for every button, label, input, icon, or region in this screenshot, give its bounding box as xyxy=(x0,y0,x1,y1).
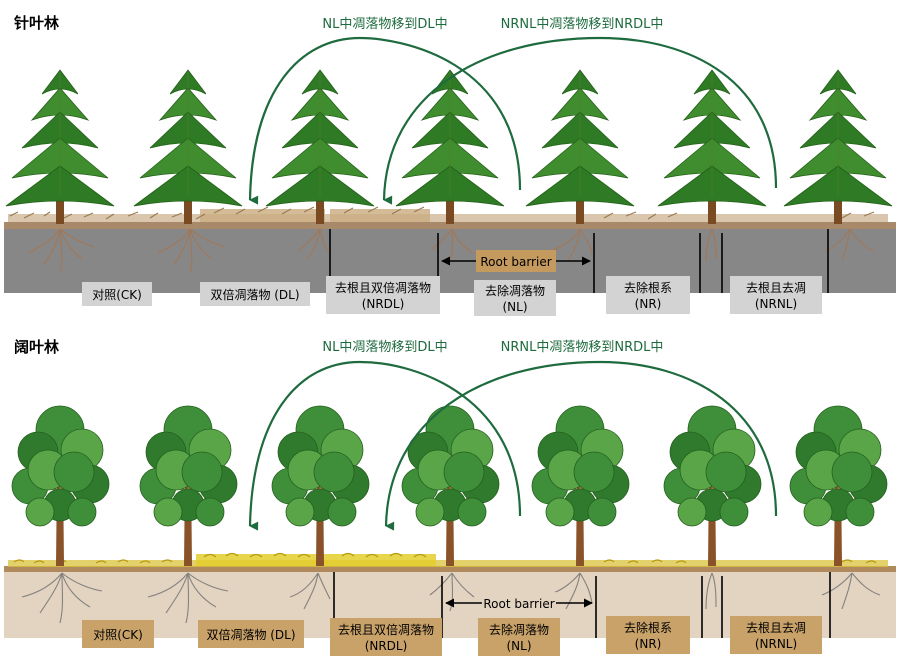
root-barrier-callout: Root barrier xyxy=(445,592,593,614)
treatment-label-nrdl: 去根且双倍凋落物 (NRDL) xyxy=(330,618,442,656)
root-barrier-callout: Root barrier xyxy=(441,250,591,272)
svg-text:(NR): (NR) xyxy=(635,637,662,651)
treatment-labels: 对照(CK) 双倍凋落物 (DL) 去根且双倍凋落物 (NRDL) 去除凋落物 … xyxy=(82,616,822,656)
svg-text:去除根系: 去除根系 xyxy=(624,280,672,295)
svg-text:(NRDL): (NRDL) xyxy=(365,639,408,653)
arrow-nl-label: NL中凋落物移到DL中 xyxy=(322,340,447,355)
root-barrier-label: Root barrier xyxy=(480,255,551,269)
arrow-nrnl-to-nrdl xyxy=(382,36,778,205)
svg-text:双倍凋落物 (DL): 双倍凋落物 (DL) xyxy=(210,287,299,302)
conifer-tree xyxy=(525,69,635,224)
treatment-label-nl: 去除凋落物 (NL) xyxy=(474,280,556,316)
conifer-tree xyxy=(783,69,893,224)
treatment-label-ck: 对照(CK) xyxy=(82,620,154,648)
root-systems xyxy=(21,572,881,624)
conifer-trees xyxy=(5,69,893,224)
svg-text:对照(CK): 对照(CK) xyxy=(92,288,142,302)
root-systems xyxy=(27,228,875,274)
treatment-label-nr: 去除根系 (NR) xyxy=(606,276,690,314)
svg-text:去除根系: 去除根系 xyxy=(624,620,672,635)
treatment-labels: 对照(CK) 双倍凋落物 (DL) 去根且双倍凋落物 (NRDL) 去除凋落物 … xyxy=(82,276,822,316)
broadleaf-tree xyxy=(139,405,238,566)
broadleaf-tree xyxy=(271,405,370,566)
svg-text:(NR): (NR) xyxy=(635,297,662,311)
arrow-nl-to-dl xyxy=(248,36,522,205)
double-litter-band xyxy=(330,209,430,222)
arrow-nl-label: NL中凋落物移到DL中 xyxy=(322,17,447,32)
treatment-label-dl: 双倍凋落物 (DL) xyxy=(200,282,310,306)
broadleaf-tree xyxy=(663,405,762,566)
conifer-tree xyxy=(395,69,505,224)
svg-text:(NL): (NL) xyxy=(502,300,527,314)
broadleaf-trees xyxy=(11,405,888,566)
treatment-label-dl: 双倍凋落物 (DL) xyxy=(198,620,304,648)
broadleaf-tree xyxy=(401,405,500,566)
soil-base-line xyxy=(4,566,896,573)
double-litter-band xyxy=(200,209,325,222)
transfer-arrows xyxy=(248,36,778,205)
broadleaf-tree xyxy=(789,405,888,566)
treatment-label-nr: 去除根系 (NR) xyxy=(606,616,690,654)
svg-text:去根且双倍凋落物: 去根且双倍凋落物 xyxy=(338,622,434,637)
panel-title: 阔叶林 xyxy=(14,338,60,356)
svg-text:去除凋落物: 去除凋落物 xyxy=(485,283,545,298)
root-barrier-walls xyxy=(329,229,829,293)
conifer-tree xyxy=(133,69,243,224)
svg-text:(NRNL): (NRNL) xyxy=(755,297,797,311)
treatment-label-nl: 去除凋落物 (NL) xyxy=(478,618,560,656)
broadleaf-tree xyxy=(11,405,110,566)
broadleaf-panel: 阔叶林 xyxy=(4,338,896,656)
arrow-nrnl-label: NRNL中凋落物移到NRDL中 xyxy=(501,17,664,32)
double-litter-band xyxy=(196,554,436,566)
treatment-label-nrnl: 去根且去凋 (NRNL) xyxy=(730,276,822,314)
svg-text:去根且去凋: 去根且去凋 xyxy=(746,281,806,295)
transfer-arrows xyxy=(248,360,778,531)
svg-text:去根且双倍凋落物: 去根且双倍凋落物 xyxy=(335,280,431,295)
conifer-tree xyxy=(657,69,767,224)
svg-text:(NL): (NL) xyxy=(506,639,531,653)
arrow-nrnl-label: NRNL中凋落物移到NRDL中 xyxy=(501,340,664,355)
treatment-label-ck: 对照(CK) xyxy=(82,282,152,306)
arrow-nrnl-to-nrdl xyxy=(384,360,778,531)
svg-text:对照(CK): 对照(CK) xyxy=(93,628,143,642)
treatment-label-nrnl: 去根且去凋 (NRNL) xyxy=(730,616,822,654)
treatment-label-nrdl: 去根且双倍凋落物 (NRDL) xyxy=(326,276,440,314)
soil-base-line xyxy=(4,222,896,230)
svg-text:去除凋落物: 去除凋落物 xyxy=(489,622,549,637)
svg-text:(NRDL): (NRDL) xyxy=(362,297,405,311)
panel-title: 针叶林 xyxy=(14,14,60,32)
svg-text:去根且去凋: 去根且去凋 xyxy=(746,621,806,635)
broadleaf-tree xyxy=(531,405,630,566)
conifer-tree xyxy=(265,69,375,224)
root-barrier-label: Root barrier xyxy=(483,597,554,611)
conifer-panel: 针叶林 xyxy=(4,14,896,316)
conifer-tree xyxy=(5,69,115,224)
arrow-nl-to-dl xyxy=(248,360,522,531)
svg-text:双倍凋落物 (DL): 双倍凋落物 (DL) xyxy=(206,627,295,642)
svg-text:(NRNL): (NRNL) xyxy=(755,637,797,651)
